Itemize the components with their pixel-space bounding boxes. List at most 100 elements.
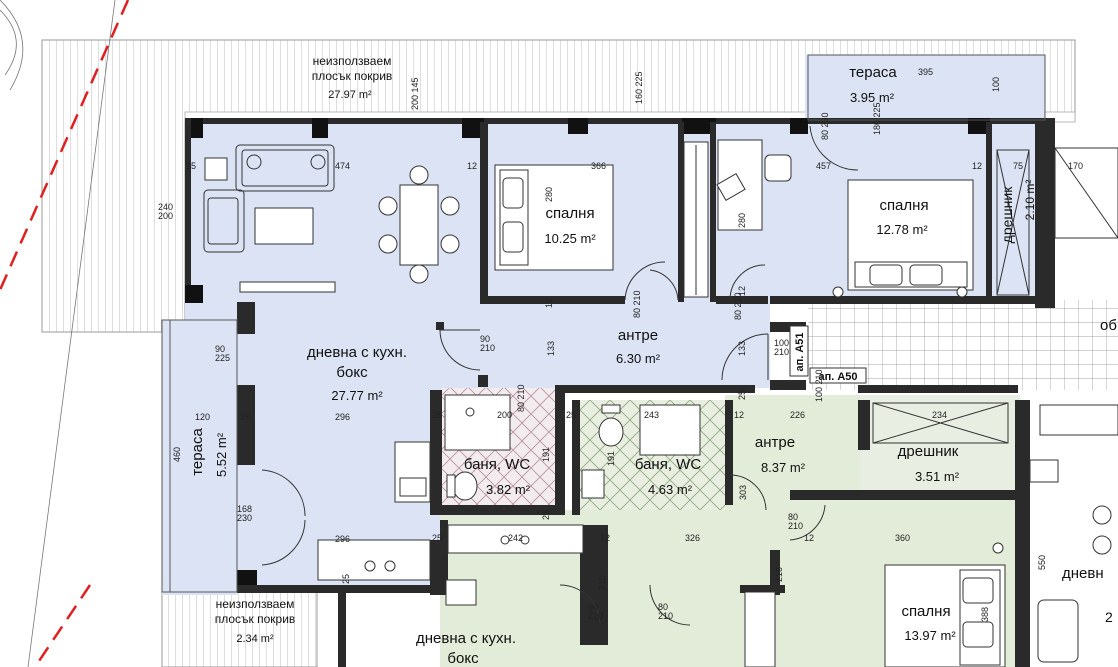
dim-75: 75 xyxy=(1013,161,1023,171)
dim-25c: 25 xyxy=(541,510,551,520)
dim-120: 120 xyxy=(195,412,210,422)
door-swings xyxy=(261,125,859,626)
dim-12g: 12 xyxy=(804,533,814,543)
terrace-left-label: тераса xyxy=(189,428,206,476)
roof-bottom-label-2: плосък покрив xyxy=(215,612,296,626)
dim-12a: 12 xyxy=(467,161,477,171)
shower-a xyxy=(444,394,511,451)
kitchen-counter xyxy=(317,441,431,581)
common-area-label: об xyxy=(1100,317,1117,334)
dim-303: 303 xyxy=(738,485,748,500)
dim-296a: 296 xyxy=(335,412,350,422)
dim-550: 550 xyxy=(1037,555,1047,570)
coffee-table xyxy=(254,207,314,245)
dim-226: 226 xyxy=(790,410,805,420)
bedroom-b-label: спалня xyxy=(879,197,928,214)
dim-326: 326 xyxy=(685,533,700,543)
dim-457: 457 xyxy=(816,161,831,171)
tv-unit xyxy=(239,281,336,293)
shower-b xyxy=(639,404,701,456)
dim-280b: 280 xyxy=(737,213,747,228)
sofa xyxy=(203,144,335,253)
dim-12b: 12 xyxy=(972,161,982,171)
dim-25b: 25 xyxy=(566,410,576,420)
sink-b xyxy=(581,469,605,499)
dim-360: 360 xyxy=(895,533,910,543)
closet-a-area: 2.10 m² xyxy=(1023,180,1037,221)
dimensions: 474 35 12 366 457 12 75 170 395 100 280 … xyxy=(158,67,1083,622)
bedroom-a-area: 10.25 m² xyxy=(544,231,596,246)
dim-395: 395 xyxy=(918,67,933,77)
dim-12f: 12 xyxy=(600,533,610,543)
living-a-label-2: бокс xyxy=(336,364,368,381)
dim-234: 234 xyxy=(932,410,947,420)
bath-b-label: баня, WC xyxy=(635,456,701,473)
terrace-top-area: 3.95 m² xyxy=(850,90,895,105)
hall-b-label: антре xyxy=(755,434,795,451)
dim-12e: 12 xyxy=(734,410,744,420)
living-b-label-1: дневна с кухн. xyxy=(416,630,516,647)
closet-a-shelves xyxy=(996,149,1030,296)
terrace-left-area: 5.52 m² xyxy=(214,432,229,477)
roof-bottom-area xyxy=(161,591,318,667)
living-a-label-1: дневна с кухн. xyxy=(307,344,407,361)
dim-243: 243 xyxy=(644,410,659,420)
terrace-top-label: тераса xyxy=(849,64,897,81)
living-c-area: 2 xyxy=(1105,609,1113,625)
apt-a50-tag: ап. А50 xyxy=(818,371,857,383)
dim-460: 460 xyxy=(172,447,182,462)
bath-b-area: 4.63 m² xyxy=(648,482,693,497)
kitchen-b-counter xyxy=(445,524,584,606)
dim-474: 474 xyxy=(335,161,350,171)
dim-160-225: 160 225 xyxy=(634,71,644,104)
dim-80-210a: 80 210 xyxy=(632,290,642,318)
bed-c xyxy=(884,542,1006,667)
living-c-label: дневн xyxy=(1062,565,1104,582)
boundary-thin xyxy=(0,0,116,667)
closet-b-label: дрешник xyxy=(898,443,959,460)
roof-top-label-2: плосък покрив xyxy=(312,69,393,83)
dim-80-210b: 80 210 xyxy=(733,292,743,320)
dim-388: 388 xyxy=(980,607,990,622)
dim-25e: 25 xyxy=(341,574,351,584)
living-a-area: 27.77 m² xyxy=(331,388,383,403)
terrace-outlines xyxy=(161,54,1046,593)
armchair xyxy=(204,157,228,181)
dim-210a: 210 xyxy=(597,575,607,590)
dim-242: 242 xyxy=(508,533,523,543)
dim-35b: 35 xyxy=(240,412,250,422)
walls xyxy=(185,118,1055,667)
neighbor-furniture xyxy=(1029,404,1118,663)
dim-100-210b: 100 210 xyxy=(814,369,824,402)
dining-table xyxy=(378,165,460,284)
closet-b-shelves xyxy=(872,402,1009,444)
roof-bottom-label-1: неизползваем xyxy=(216,597,295,611)
dim-80-230: 80 230 xyxy=(820,112,830,140)
dim-366: 366 xyxy=(591,161,606,171)
dim-296b: 296 xyxy=(335,534,350,544)
hall-b-area: 8.37 m² xyxy=(761,460,806,475)
bath-a-label: баня, WC xyxy=(464,456,530,473)
wardrobe-a xyxy=(683,141,709,298)
bedroom-c-area: 13.97 m² xyxy=(904,628,956,643)
dim-200-145: 200 145 xyxy=(410,77,420,110)
dim-191a: 191 xyxy=(541,447,551,462)
stair-shaft xyxy=(1054,147,1118,239)
toilet-b xyxy=(598,404,624,447)
dim-210b: 210 xyxy=(774,567,784,582)
roof-top-label-1: неизползваем xyxy=(313,54,392,68)
room-labels: неизползваем плосък покрив 27.97 m² тера… xyxy=(189,54,1117,667)
dim-191b: 191 xyxy=(606,451,616,466)
bedroom-c-label: спалня xyxy=(901,603,950,620)
wardrobe-c xyxy=(744,591,776,667)
bedroom-b-area: 12.78 m² xyxy=(876,222,928,237)
toilet-a xyxy=(446,471,478,501)
